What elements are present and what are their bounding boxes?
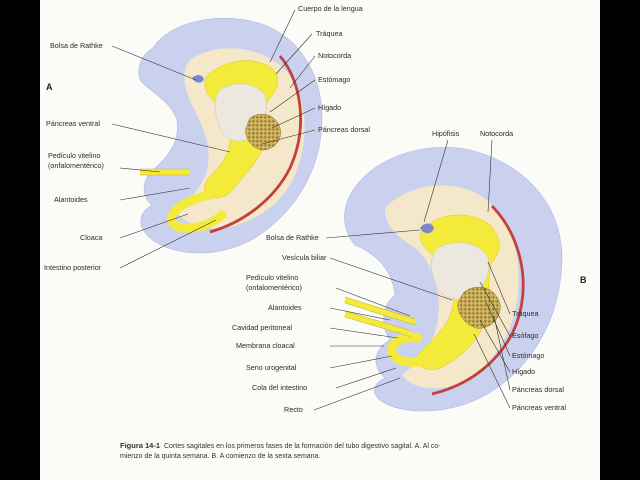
label-b-cola-intestino: Cola del intestino — [252, 383, 307, 392]
label-a-bolsa-rathke: Bolsa de Rathke — [50, 41, 103, 50]
label-b-esofago: Esófago — [512, 331, 538, 340]
label-a-higado: Hígado — [318, 103, 341, 112]
label-b-hipofisis: Hipófisis — [432, 129, 460, 138]
label-a-traquea: Tráquea — [316, 29, 343, 38]
label-b-seno-urogenital: Seno urogenital — [246, 363, 297, 372]
embryo-a-rathke-pouch — [192, 75, 204, 83]
embryo-a-liver — [245, 113, 281, 151]
label-b-cavidad-peritoneal: Cavidad peritoneal — [232, 323, 292, 332]
label-a-cuerpo-lengua: Cuerpo de la lengua — [298, 4, 363, 13]
label-b-pediculo-1: Pedículo vitelino — [246, 273, 298, 282]
embryo-a-hindgut-loop — [167, 190, 227, 233]
embryo-b-hindgut-loop — [387, 333, 437, 367]
embryo-b-rathke-pouch — [420, 223, 434, 234]
leader-lines-b — [313, 139, 511, 411]
label-a-notocorda: Notocorda — [318, 51, 351, 60]
embryo-a-notochord — [209, 55, 302, 234]
embryo-a — [138, 17, 323, 254]
label-b-alantoides: Alantoides — [268, 303, 302, 312]
label-a-estomago: Estómago — [318, 75, 350, 84]
label-b-membrana-cloacal: Membrana cloacal — [236, 341, 295, 350]
panel-b-letter: B — [580, 275, 587, 285]
label-b-traquea: Tráquea — [512, 309, 539, 318]
label-a-pancreas-ventral: Páncreas ventral — [46, 119, 100, 128]
label-a-pediculo-2: (onfalomentérico) — [48, 161, 104, 170]
figure-page: A Cuerpo de la lengua Tráquea Bolsa de R… — [40, 0, 600, 480]
leader-lines-a — [111, 9, 316, 269]
embryo-b-notochord — [431, 205, 525, 396]
embryo-a-yolk-stalk-edge — [140, 168, 190, 176]
label-a-alantoides: Alantoides — [54, 195, 88, 204]
label-b-pancreas-ventral: Páncreas ventral — [512, 403, 566, 412]
caption-number: Figura 14-1 — [120, 441, 160, 450]
label-b-higado: Hígado — [512, 367, 535, 376]
label-b-vesicula-biliar: Vesícula biliar — [282, 253, 327, 262]
caption-line-1: Cortes sagitales en los primeros fases d… — [164, 443, 441, 450]
caption-line-2: mienzo de la quinta semana. B. A comienz… — [120, 453, 320, 460]
panel-a-letter: A — [46, 82, 53, 92]
label-a-cloaca: Cloaca — [80, 233, 102, 242]
embryo-b — [344, 147, 563, 412]
label-b-recto: Recto — [284, 405, 303, 414]
embryo-b-yolk-stalk — [344, 297, 416, 325]
label-b-estomago: Estómago — [512, 351, 544, 360]
embryo-b-cloaca-stripe — [344, 311, 413, 337]
label-b-pediculo-2: (onfalomentérico) — [246, 283, 302, 292]
label-b-pancreas-dorsal: Páncreas dorsal — [512, 385, 564, 394]
label-b-bolsa-rathke: Bolsa de Rathke — [266, 233, 319, 242]
embryo-diagram: A Cuerpo de la lengua Tráquea Bolsa de R… — [44, 4, 587, 460]
embryo-b-liver — [457, 286, 501, 329]
label-a-pancreas-dorsal: Páncreas dorsal — [318, 125, 370, 134]
label-a-pediculo-1: Pedículo vitelino — [48, 151, 100, 160]
embryo-b-yolk-stalk-edges — [344, 296, 416, 338]
label-a-intestino-posterior: Intestino posterior — [44, 263, 102, 272]
label-b-notocorda: Notocorda — [480, 129, 513, 138]
